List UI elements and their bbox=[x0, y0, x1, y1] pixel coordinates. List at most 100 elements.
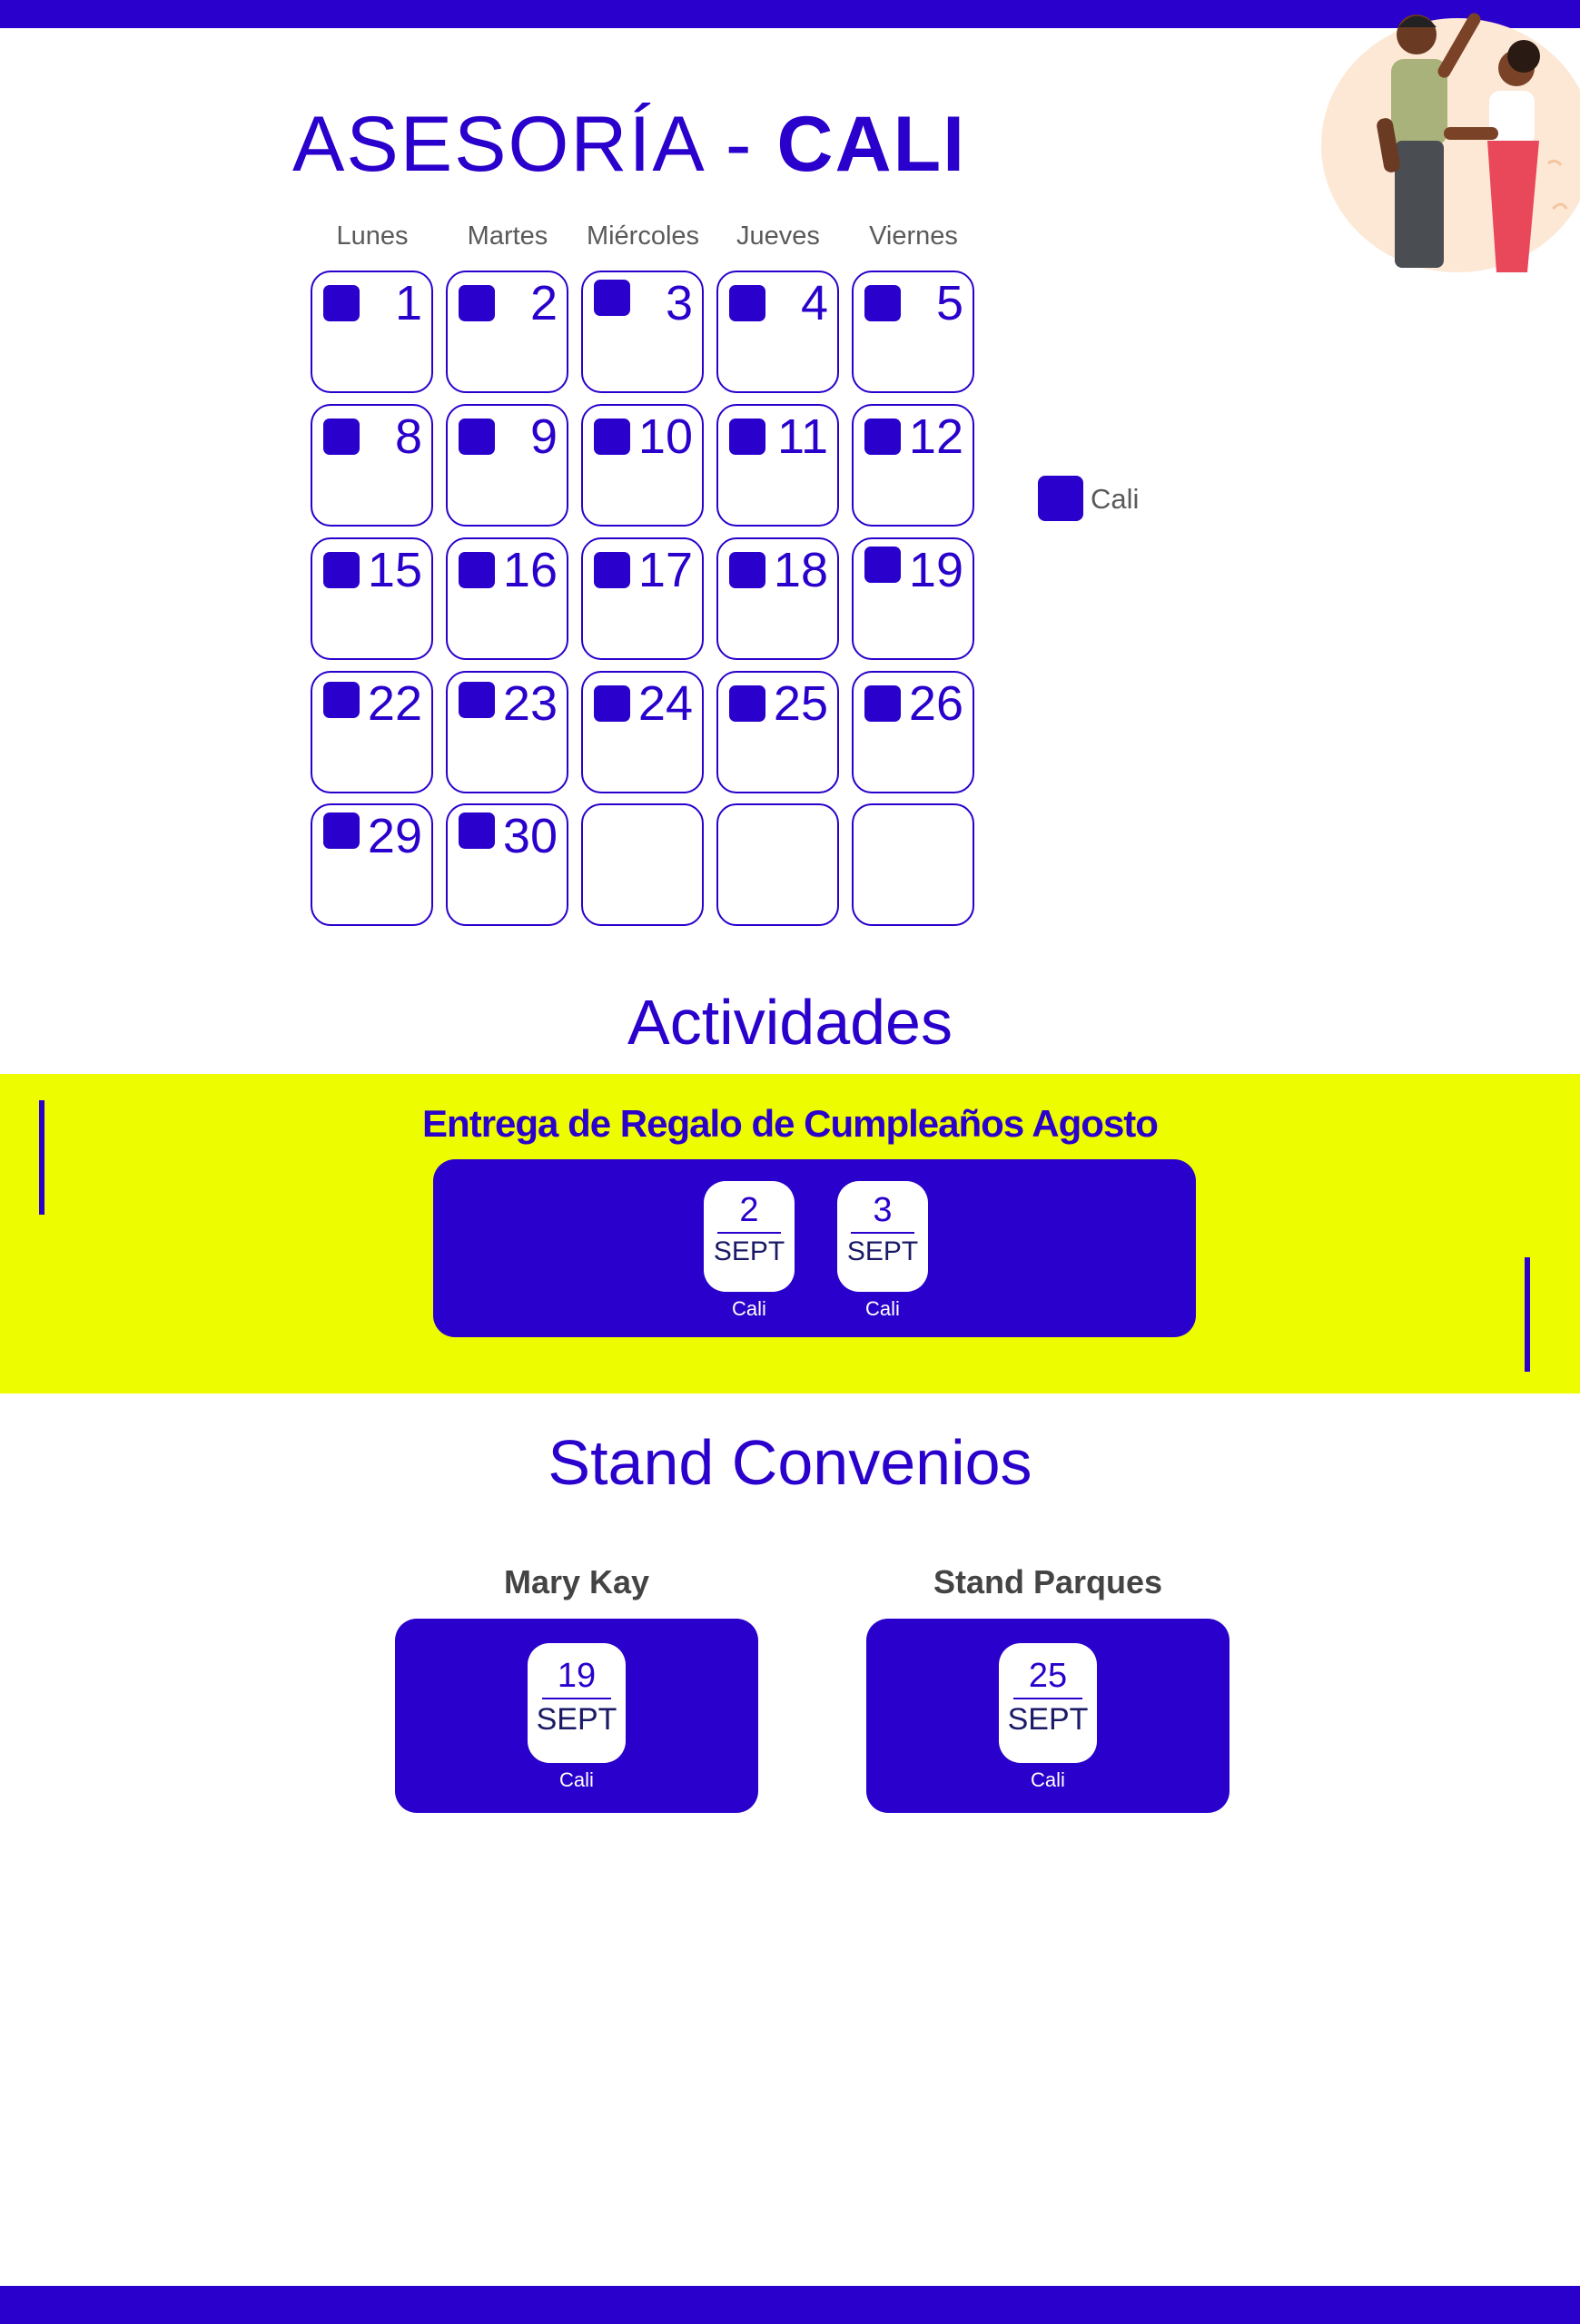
date-month: SEPT bbox=[536, 1701, 617, 1737]
cali-marker bbox=[323, 285, 360, 321]
bottom-bar bbox=[0, 2286, 1580, 2324]
calendar-day[interactable]: 22 bbox=[311, 671, 433, 793]
day-number: 8 bbox=[394, 409, 422, 464]
calendar-day[interactable]: 10 bbox=[581, 404, 704, 527]
weekday-tuesday: Martes bbox=[467, 222, 548, 251]
calendar-day[interactable]: 24 bbox=[581, 671, 704, 793]
cali-marker bbox=[594, 419, 630, 455]
day-number: 4 bbox=[800, 276, 828, 330]
cali-marker bbox=[864, 547, 901, 583]
date-day: 3 bbox=[873, 1191, 893, 1229]
date-city: Cali bbox=[1031, 1768, 1065, 1791]
calendar-day[interactable]: 16 bbox=[446, 537, 568, 660]
cali-marker bbox=[594, 685, 630, 722]
cali-marker bbox=[323, 419, 360, 455]
cali-marker bbox=[459, 682, 495, 718]
cali-marker bbox=[594, 280, 630, 316]
date-city: Cali bbox=[732, 1297, 766, 1320]
calendar-day[interactable]: 9 bbox=[446, 404, 568, 527]
day-number: 15 bbox=[367, 543, 422, 597]
cali-marker bbox=[323, 552, 360, 588]
date-divider bbox=[717, 1231, 781, 1234]
cali-marker bbox=[323, 812, 360, 849]
day-number: 11 bbox=[776, 409, 828, 464]
calendar-day[interactable]: 23 bbox=[446, 671, 568, 793]
stand-name-parques: Stand Parques bbox=[933, 1563, 1163, 1600]
date-city: Cali bbox=[865, 1297, 900, 1320]
decorative-line-left bbox=[39, 1100, 44, 1215]
calendar-day[interactable]: 26 bbox=[852, 671, 974, 793]
calendar-day[interactable]: 2 bbox=[446, 271, 568, 393]
cali-marker bbox=[459, 419, 495, 455]
date-city: Cali bbox=[559, 1768, 594, 1791]
decorative-line-right bbox=[1525, 1257, 1530, 1372]
date-card[interactable]: 25 SEPT bbox=[999, 1643, 1097, 1763]
day-number: 10 bbox=[637, 409, 693, 464]
page-title-city: CALI bbox=[776, 101, 967, 188]
cali-marker bbox=[594, 552, 630, 588]
calendar-day-empty bbox=[581, 803, 704, 926]
date-day: 19 bbox=[557, 1657, 597, 1695]
day-number: 9 bbox=[529, 409, 558, 464]
day-number: 1 bbox=[394, 276, 422, 330]
calendar-day[interactable]: 19 bbox=[852, 537, 974, 660]
day-number: 24 bbox=[637, 676, 693, 731]
calendar-day-empty bbox=[852, 803, 974, 926]
calendar-day[interactable]: 30 bbox=[446, 803, 568, 926]
calendar-day[interactable]: 12 bbox=[852, 404, 974, 527]
date-card[interactable]: 3 SEPT bbox=[837, 1181, 928, 1292]
day-number: 29 bbox=[367, 809, 422, 863]
date-card[interactable]: 19 SEPT bbox=[528, 1643, 626, 1763]
calendar-day[interactable]: 3 bbox=[581, 271, 704, 393]
calendar-day-empty bbox=[716, 803, 839, 926]
calendar-day[interactable]: 1 bbox=[311, 271, 433, 393]
date-card[interactable]: 2 SEPT bbox=[704, 1181, 795, 1292]
cali-marker bbox=[459, 812, 495, 849]
calendar-day[interactable]: 25 bbox=[716, 671, 839, 793]
cali-marker bbox=[864, 419, 901, 455]
date-divider bbox=[1013, 1697, 1082, 1699]
legend-swatch-cali bbox=[1038, 476, 1083, 521]
weekday-friday: Viernes bbox=[869, 222, 958, 251]
dancing-couple-illustration bbox=[1321, 13, 1580, 272]
activities-section-title: Actividades bbox=[627, 987, 953, 1058]
day-number: 17 bbox=[637, 543, 693, 597]
weekday-wednesday: Miércoles bbox=[586, 222, 700, 251]
day-number: 19 bbox=[908, 543, 963, 597]
calendar-day[interactable]: 29 bbox=[311, 803, 433, 926]
day-number: 5 bbox=[935, 276, 963, 330]
day-number: 3 bbox=[665, 276, 693, 330]
date-divider bbox=[542, 1697, 611, 1699]
calendar-day[interactable]: 5 bbox=[852, 271, 974, 393]
page-title: ASESORÍA - CALI bbox=[292, 102, 966, 188]
day-number: 16 bbox=[502, 543, 558, 597]
cali-marker bbox=[864, 685, 901, 722]
activity-dates-box bbox=[433, 1159, 1196, 1337]
day-number: 30 bbox=[502, 809, 558, 863]
cali-marker bbox=[729, 685, 765, 722]
calendar-day[interactable]: 4 bbox=[716, 271, 839, 393]
day-number: 26 bbox=[908, 676, 963, 731]
date-divider bbox=[851, 1231, 914, 1234]
weekday-monday: Lunes bbox=[336, 222, 409, 251]
day-number: 23 bbox=[502, 676, 558, 731]
weekday-thursday: Jueves bbox=[736, 222, 820, 251]
day-number: 12 bbox=[908, 409, 963, 464]
stand-name-mary-kay: Mary Kay bbox=[503, 1563, 650, 1600]
cali-marker bbox=[323, 682, 360, 718]
stands-section-title: Stand Convenios bbox=[548, 1427, 1032, 1498]
activity-event-title: Entrega de Regalo de Cumpleaños Agosto bbox=[422, 1102, 1159, 1145]
day-number: 18 bbox=[773, 543, 828, 597]
day-number: 25 bbox=[773, 676, 828, 731]
top-bar bbox=[0, 0, 1580, 28]
cali-marker bbox=[729, 552, 765, 588]
calendar-day[interactable]: 8 bbox=[311, 404, 433, 527]
day-number: 22 bbox=[367, 676, 422, 731]
cali-marker bbox=[459, 285, 495, 321]
calendar-day[interactable]: 18 bbox=[716, 537, 839, 660]
calendar-day[interactable]: 17 bbox=[581, 537, 704, 660]
cali-marker bbox=[459, 552, 495, 588]
calendar-day[interactable]: 15 bbox=[311, 537, 433, 660]
calendar-day[interactable]: 11 bbox=[716, 404, 839, 527]
date-month: SEPT bbox=[846, 1236, 919, 1266]
